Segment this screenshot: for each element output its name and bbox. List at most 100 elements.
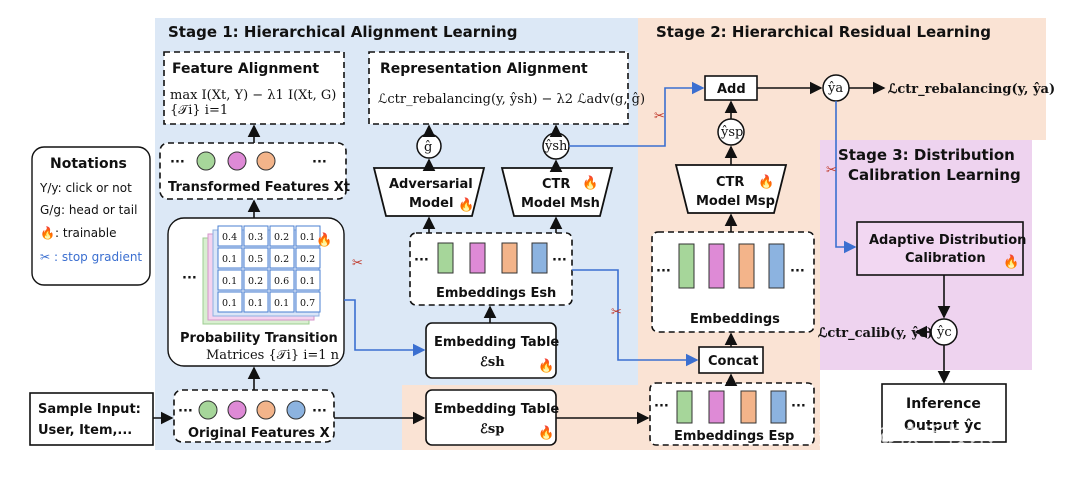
emb-sp-orange xyxy=(740,390,757,424)
matrix-title-line2: Matrices {𝒯i} i=1 n xyxy=(206,348,340,363)
adversarial-model-line1: Adversarial xyxy=(389,177,473,192)
stop-gradient-scissors-1: ✂ xyxy=(352,256,363,271)
matrix-cell-box xyxy=(243,269,269,291)
matrix-cell-box xyxy=(217,247,243,269)
calibration-line1: Adaptive Distribution xyxy=(869,233,1026,248)
matrix-cell-box xyxy=(269,225,295,247)
representation-alignment-title: Representation Alignment xyxy=(380,61,588,77)
transformed-features-label: Transformed Features Xt xyxy=(168,180,350,195)
y-c-label: ŷc xyxy=(936,325,952,340)
sample-input-line2: User, Item,... xyxy=(38,423,132,438)
embeddings-sp-dots-left: ··· xyxy=(654,399,669,414)
embedding-table-sh-fire-icon: 🔥 xyxy=(538,358,554,374)
matrix-cell-value: 0.4 xyxy=(222,232,237,243)
matrix-cell-box xyxy=(295,269,321,291)
stop-gradient-arrow-y-sh-to-add xyxy=(569,81,705,147)
stop-gradient-scissors-3: ✂ xyxy=(611,305,622,320)
stop-gradient-arrow-y-a-to-calibration xyxy=(835,101,857,254)
notation-stop-gradient: : stop gradient xyxy=(54,250,142,264)
embeddings-sh-dots-left: ··· xyxy=(414,253,429,268)
original-feature-blue xyxy=(286,400,306,420)
notation-g: G/g: head or tail xyxy=(40,203,137,217)
matrix-cell-value: 0.1 xyxy=(248,298,263,309)
matrix-cell-box xyxy=(269,247,295,269)
embeddings-sp-label: Embeddings Esp xyxy=(674,429,794,444)
original-feature-pink xyxy=(227,400,247,420)
matrix-dots: ··· xyxy=(182,271,197,286)
transformed-feature-pink xyxy=(227,151,247,171)
embedding-table-sp-fire-icon: 🔥 xyxy=(538,425,554,441)
emb-mid-blue xyxy=(768,243,785,289)
embeddings-sh-dots-right: ··· xyxy=(552,253,567,268)
stop-gradient-scissors-2: ✂ xyxy=(654,109,665,124)
emb-mid-orange xyxy=(738,243,755,289)
ctr-model-sh-line1: CTR xyxy=(542,177,570,192)
notations-box xyxy=(31,146,151,286)
notation-y: Y/y: click or not xyxy=(39,181,132,195)
emb-sh-pink xyxy=(469,242,486,274)
matrix-cell-value: 0.1 xyxy=(222,298,237,309)
y-a-label: ŷa xyxy=(827,81,843,96)
matrix-cell-box xyxy=(269,291,295,313)
inference-line1: Inference xyxy=(906,396,981,412)
embeddings-mid-dots-right: ··· xyxy=(790,264,805,279)
emb-sp-pink xyxy=(708,390,725,424)
matrix-cell-value: 0.7 xyxy=(300,298,315,309)
matrix-cell-value: 0.1 xyxy=(222,254,237,265)
emb-sh-orange xyxy=(501,242,518,274)
adversarial-fire-icon: 🔥 xyxy=(458,197,474,213)
feature-alignment-subscript: {𝒯i} i=1 xyxy=(170,103,228,118)
matrix-title-line1: Probability Transition xyxy=(180,331,338,346)
ctr-model-sp-line1: CTR xyxy=(716,175,744,190)
emb-mid-green xyxy=(678,243,695,289)
matrix-cell-box xyxy=(269,269,295,291)
matrix-cell-box xyxy=(243,247,269,269)
feature-alignment-title: Feature Alignment xyxy=(172,61,319,77)
matrix-cell-box xyxy=(295,247,321,269)
stop-gradient-arrow-emb-sh-to-concat xyxy=(572,269,699,367)
matrix-cell-value: 0.2 xyxy=(274,232,289,243)
feature-alignment-formula: max I(Xt, Y) − λ1 I(Xt, G) xyxy=(170,88,336,103)
embeddings-sh-label: Embeddings Esh xyxy=(436,286,556,301)
stage3-title-line1: Stage 3: Distribution xyxy=(838,146,1015,164)
stage2-title: Stage 2: Hierarchical Residual Learning xyxy=(656,23,991,41)
calibration-box xyxy=(856,221,1024,276)
matrix-cell-box xyxy=(243,225,269,247)
calibration-line2: Calibration xyxy=(905,251,986,266)
embedding-table-sp-line1: Embedding Table xyxy=(434,402,559,417)
embedding-table-sh-line2: ℰsh xyxy=(480,355,505,370)
watermark: 知乎 @快手技术 xyxy=(818,422,994,450)
notations-title: Notations xyxy=(50,156,127,172)
adversarial-model-line2: Model xyxy=(409,196,453,211)
matrix-cell-box xyxy=(217,269,243,291)
loss-rebalancing: ℒctr_rebalancing(y, ŷa) xyxy=(888,82,1055,97)
emb-sp-green xyxy=(676,390,693,424)
transformed-feature-green xyxy=(196,151,216,171)
stop-gradient-scissors-4: ✂ xyxy=(826,163,837,178)
calibration-fire-icon: 🔥 xyxy=(1003,254,1019,270)
emb-sp-blue xyxy=(770,390,787,424)
stage1-title: Stage 1: Hierarchical Alignment Learning xyxy=(168,23,517,41)
loss-calib: ℒctr_calib(y, ŷc) xyxy=(818,326,933,341)
original-dots-right: ··· xyxy=(312,404,327,419)
matrix-cell-value: 0.1 xyxy=(274,298,289,309)
matrix-cell-value: 0.3 xyxy=(248,232,263,243)
sample-input-line1: Sample Input: xyxy=(38,402,141,417)
original-features-label: Original Features X xyxy=(188,426,330,441)
matrix-cell-value: 0.2 xyxy=(300,254,315,265)
matrix-cell-value: 0.2 xyxy=(274,254,289,265)
matrix-cell-value: 0.1 xyxy=(300,232,315,243)
transformed-feature-orange xyxy=(256,151,276,171)
adversarial-model xyxy=(372,167,486,217)
matrix-cell-box xyxy=(295,291,321,313)
matrix-cell-box xyxy=(217,225,243,247)
stage3-title-line2: Calibration Learning xyxy=(848,166,1021,184)
add-label: Add xyxy=(717,82,746,97)
transformed-dots-left: ··· xyxy=(170,155,185,170)
embedding-table-sh-box xyxy=(425,322,557,379)
embedding-table-sp-line2: ℰsp xyxy=(480,422,504,437)
notation-trainable: : trainable xyxy=(55,226,116,240)
matrix-cell-value: 0.1 xyxy=(222,276,237,287)
y-sp-label: ŷsp xyxy=(720,125,743,140)
